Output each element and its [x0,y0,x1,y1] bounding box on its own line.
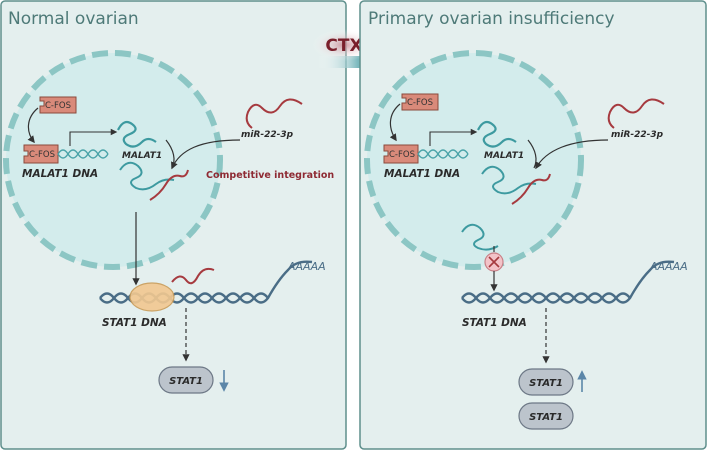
stat1-protein-extra [518,402,574,430]
stat1-protein-label: STAT1 [529,378,563,389]
stat1-dna-label: STAT1 DNA [102,317,167,329]
mirna-strand [607,98,665,129]
cfos-protein-top: C-FOS [401,93,439,111]
malat1-to-complex-line [165,139,175,169]
stat1-protein-label-2: STAT1 [529,412,563,423]
cfos-protein-bound: C-FOS [23,144,59,164]
mirna-arrow [171,139,241,170]
ctx-label: CTX [325,36,362,56]
free-malat1-rna [461,223,499,251]
malat1-dna-helix [57,149,109,159]
right-panel-title: Primary ovarian insufficiency [368,9,615,29]
stat1-protein [158,366,214,394]
malat1-rna [477,120,517,148]
bound-mirna-strand [171,267,215,285]
poly-a-tail-label: AAAAA [649,260,688,273]
transcription-arrow [429,128,478,146]
mirna-arrow [535,139,609,170]
stat1-dna-helix [461,260,675,304]
cfos-binding-arrow [389,103,401,142]
malat1-rna-label: MALAT1 [122,151,162,161]
mirna-label: miR-22-3p [241,130,294,140]
blocked-cross [488,256,500,268]
ctx-arrow [318,48,398,76]
left-panel-title: Normal ovarian [8,9,139,29]
stat1-protein [518,368,574,396]
malat1-dna-label: MALAT1 DNA [384,168,460,180]
transcription-arrow [69,128,118,146]
cfos-bound-label: C-FOS [389,150,415,160]
binding-complex-blob [129,282,175,312]
competitive-integration-label: Competitive integration [206,170,334,181]
poly-a-tail-label: AAAAA [287,260,326,273]
stat1-dna-label: STAT1 DNA [462,317,527,329]
left-panel: Normal ovarian C-FOS C-FOS MALAT1 DNA MA… [0,0,347,450]
cfos-top-label: C-FOS [45,101,71,111]
malat1-rna-label: MALAT1 [484,151,524,161]
cfos-top-label: C-FOS [407,98,433,108]
malat1-mirna-complex [119,161,189,201]
malat1-dna-label: MALAT1 DNA [22,168,98,180]
cfos-bound-label: C-FOS [29,150,55,160]
malat1-to-complex-line [527,139,537,169]
cfos-protein-bound: C-FOS [383,144,419,164]
cfos-protein-top: C-FOS [39,96,77,114]
stat1-protein-label: STAT1 [169,376,203,387]
cfos-binding-arrow [27,107,39,144]
mirna-strand [245,98,303,129]
mirna-label: miR-22-3p [611,130,664,140]
right-panel: Primary ovarian insufficiency C-FOS C-FO… [359,0,707,450]
malat1-mirna-complex [481,165,551,205]
malat1-rna [117,120,157,148]
malat1-dna-helix [417,149,469,159]
